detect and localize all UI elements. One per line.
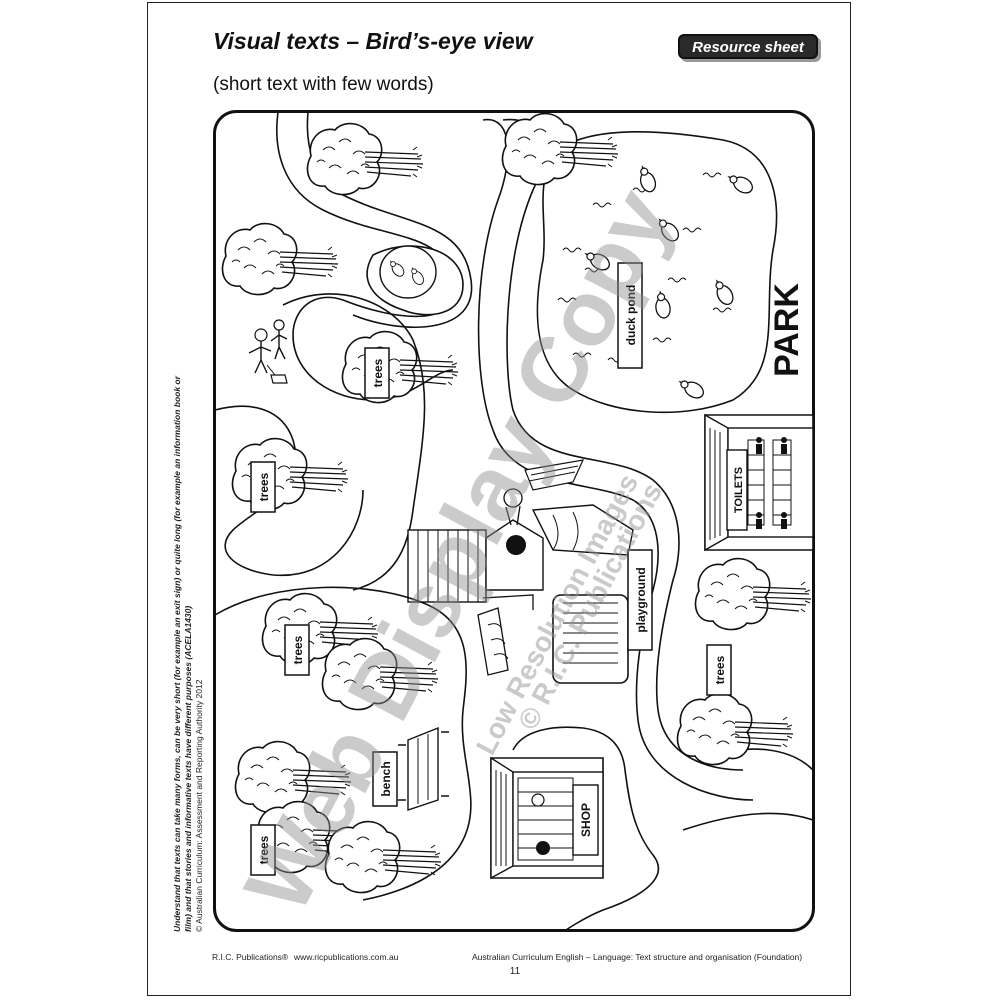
bench-label: bench (372, 751, 398, 807)
svg-text:playground: playground (634, 567, 648, 632)
trees-label: trees (284, 624, 310, 676)
svg-text:duck pond: duck pond (624, 285, 638, 346)
svg-text:trees: trees (291, 635, 305, 664)
park-map: duck pond PARK TOILETS (213, 110, 815, 932)
person-with-dog (248, 319, 288, 384)
trees-label: trees (250, 461, 276, 513)
shop-building: SHOP (490, 756, 604, 880)
curriculum-note: Understand that texts can take many form… (172, 372, 205, 932)
duck-pond-label: duck pond (617, 262, 643, 369)
toilets-building: TOILETS (704, 413, 814, 552)
playground-label: playground (627, 549, 653, 651)
svg-text:trees: trees (257, 835, 271, 864)
playground-equipment (407, 459, 634, 684)
svg-text:TOILETS: TOILETS (733, 467, 745, 513)
page-title: Visual texts – Bird’s-eye view (213, 28, 533, 54)
curriculum-source: © Australian Curriculum: Assessment and … (194, 679, 204, 932)
footer-course: Australian Curriculum English – Language… (472, 952, 803, 962)
footer-publisher: R.I.C. Publications® (212, 952, 289, 962)
page-number: 11 (509, 966, 521, 977)
trees-label: trees (706, 644, 732, 696)
footer-website[interactable]: www.ricpublications.com.au (294, 952, 399, 962)
resource-sheet-badge: Resource sheet (678, 34, 818, 59)
svg-text:SHOP: SHOP (579, 803, 593, 837)
park-sign: PARK (768, 283, 806, 377)
svg-text:trees: trees (257, 472, 271, 501)
svg-text:trees: trees (371, 358, 385, 387)
page-subtitle: (short text with few words) (213, 74, 434, 95)
trees-label: trees (364, 347, 390, 399)
svg-text:trees: trees (713, 655, 727, 684)
svg-text:bench: bench (379, 761, 393, 796)
trees-label: trees (250, 824, 276, 876)
curriculum-objective: Understand that texts can take many form… (172, 376, 193, 932)
bench (398, 726, 449, 811)
